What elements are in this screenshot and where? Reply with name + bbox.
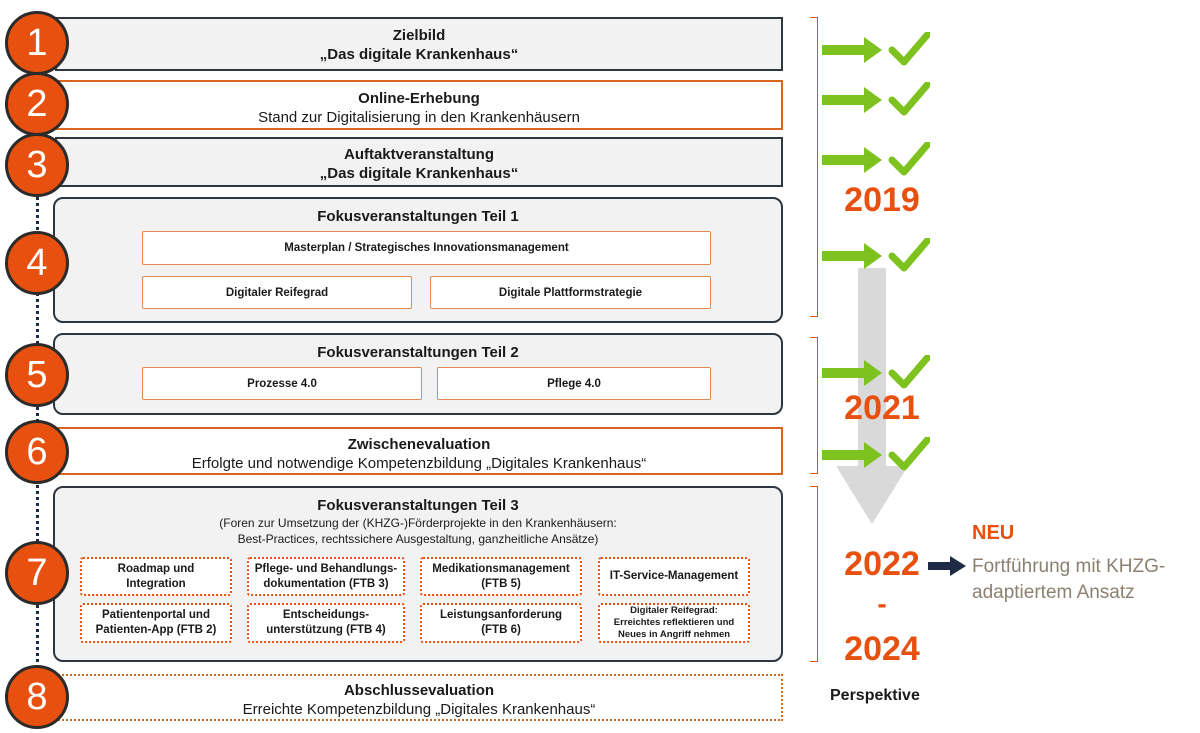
item-line: (FTB 6) bbox=[481, 624, 521, 636]
step-4-item-masterplan: Masterplan / Strategisches Innovationsma… bbox=[142, 231, 711, 265]
step-7-number-badge: 7 bbox=[5, 541, 69, 605]
step-4-number-badge: 4 bbox=[5, 231, 69, 295]
arrow-check-icon bbox=[822, 238, 930, 272]
item-line: Medikationsmanagement bbox=[432, 562, 570, 575]
step-8-title: Abschlussevaluation bbox=[343, 682, 495, 699]
step-2-subtitle: Stand zur Digitalisierung in den Kranken… bbox=[258, 109, 580, 126]
step-6-number-badge: 6 bbox=[5, 420, 69, 484]
step-3-title: Auftaktveranstaltung bbox=[343, 146, 495, 163]
step-6-box: Zwischenevaluation Erfolgte und notwendi… bbox=[55, 427, 783, 475]
item-line: Integration bbox=[126, 577, 186, 590]
item-line: dokumentation (FTB 3) bbox=[263, 577, 389, 590]
item-line: IT-Service-Management bbox=[609, 570, 739, 582]
step-7-subtitle: (Foren zur Umsetzung der (KHZG-)Förderpr… bbox=[219, 516, 617, 530]
step-8-number-badge: 8 bbox=[5, 665, 69, 729]
step-1-title: Zielbild bbox=[392, 27, 446, 44]
step-2-number-badge: 2 bbox=[5, 72, 69, 136]
step-7-item-roadmap: Roadmap und Integration bbox=[80, 557, 232, 596]
bracket-2021 bbox=[810, 337, 818, 474]
arrow-check-icon bbox=[822, 32, 930, 66]
year-2019: 2019 bbox=[844, 181, 920, 219]
step-7-title: Fokusveranstaltungen Teil 3 bbox=[317, 497, 519, 514]
step-5-item-pflege: Pflege 4.0 bbox=[437, 367, 711, 400]
step-6-title: Zwischenevaluation bbox=[347, 436, 491, 453]
step-5-title: Fokusveranstaltungen Teil 2 bbox=[317, 344, 519, 361]
year-2022: 2022 bbox=[844, 545, 920, 583]
step-8-box: Abschlussevaluation Erreichte Kompetenzb… bbox=[55, 674, 783, 721]
step-1-number-badge: 1 bbox=[5, 11, 69, 75]
neu-text-line-1: Fortführung mit KHZG- bbox=[972, 556, 1166, 577]
step-7-item-entscheidung: Entscheidungs- unterstützung (FTB 4) bbox=[247, 603, 405, 643]
step-4-item-plattform: Digitale Plattformstrategie bbox=[430, 276, 711, 309]
step-7-subtitle-2: Best-Practices, rechtssichere Ausgestalt… bbox=[237, 532, 599, 546]
step-5-number-badge: 5 bbox=[5, 343, 69, 407]
step-7-item-pflege: Pflege- und Behandlungs- dokumentation (… bbox=[247, 557, 405, 596]
year-2021: 2021 bbox=[844, 389, 920, 427]
step-2-title: Online-Erhebung bbox=[358, 90, 480, 107]
step-7-item-itsm: IT-Service-Management bbox=[598, 557, 750, 596]
item-line: Digitaler Reifegrad: bbox=[630, 605, 718, 616]
item-line: (FTB 5) bbox=[481, 577, 521, 590]
step-5-item-prozesse: Prozesse 4.0 bbox=[142, 367, 422, 400]
item-line: Patientenportal und bbox=[102, 609, 210, 621]
step-6-subtitle: Erfolgte und notwendige Kompetenzbildung… bbox=[191, 455, 647, 472]
item-line: Erreichtes reflektieren und bbox=[613, 617, 735, 628]
year-dash: - bbox=[877, 588, 887, 619]
year-2024: 2024 bbox=[844, 630, 920, 668]
item-line: Neues in Angriff nehmen bbox=[617, 629, 731, 640]
item-line: Leistungsanforderung bbox=[439, 609, 563, 621]
step-3-subtitle: „Das digitale Krankenhaus“ bbox=[319, 165, 519, 182]
arrow-check-icon bbox=[822, 437, 930, 471]
step-4-item-reifegrad: Digitaler Reifegrad bbox=[142, 276, 412, 309]
step-1-subtitle: „Das digitale Krankenhaus“ bbox=[319, 46, 519, 63]
bracket-2022-2024 bbox=[810, 486, 818, 662]
step-4-title: Fokusveranstaltungen Teil 1 bbox=[317, 208, 519, 225]
neu-text-line-2: adaptiertem Ansatz bbox=[972, 582, 1135, 603]
step-2-box: Online-Erhebung Stand zur Digitalisierun… bbox=[55, 80, 783, 130]
arrow-check-icon bbox=[822, 82, 930, 116]
perspective-label: Perspektive bbox=[830, 687, 920, 704]
bracket-2019 bbox=[810, 17, 818, 317]
step-7-item-leistung: Leistungsanforderung (FTB 6) bbox=[420, 603, 582, 643]
neu-text: Fortführung mit KHZG- adaptiertem Ansatz bbox=[972, 554, 1197, 606]
step-8-subtitle: Erreichte Kompetenzbildung „Digitales Kr… bbox=[242, 701, 596, 718]
neu-label: NEU bbox=[972, 522, 1015, 544]
step-1-box: Zielbild „Das digitale Krankenhaus“ bbox=[55, 17, 783, 71]
step-7-item-patientenportal: Patientenportal und Patienten-App (FTB 2… bbox=[80, 603, 232, 643]
item-line: Pflege- und Behandlungs- bbox=[254, 562, 398, 575]
arrow-check-icon bbox=[822, 355, 930, 389]
item-line: Roadmap und bbox=[117, 562, 195, 575]
item-line: Patienten-App (FTB 2) bbox=[95, 624, 217, 636]
item-line: unterstützung (FTB 4) bbox=[266, 624, 386, 636]
step-7-item-medikation: Medikationsmanagement (FTB 5) bbox=[420, 557, 582, 596]
step-3-box: Auftaktveranstaltung „Das digitale Krank… bbox=[55, 137, 783, 187]
step-7-item-reifegrad: Digitaler Reifegrad: Erreichtes reflekti… bbox=[598, 603, 750, 643]
step-3-number-badge: 3 bbox=[5, 133, 69, 197]
item-line: Entscheidungs- bbox=[282, 609, 370, 621]
arrow-check-icon bbox=[822, 142, 930, 176]
arrow-right-icon bbox=[928, 556, 966, 576]
